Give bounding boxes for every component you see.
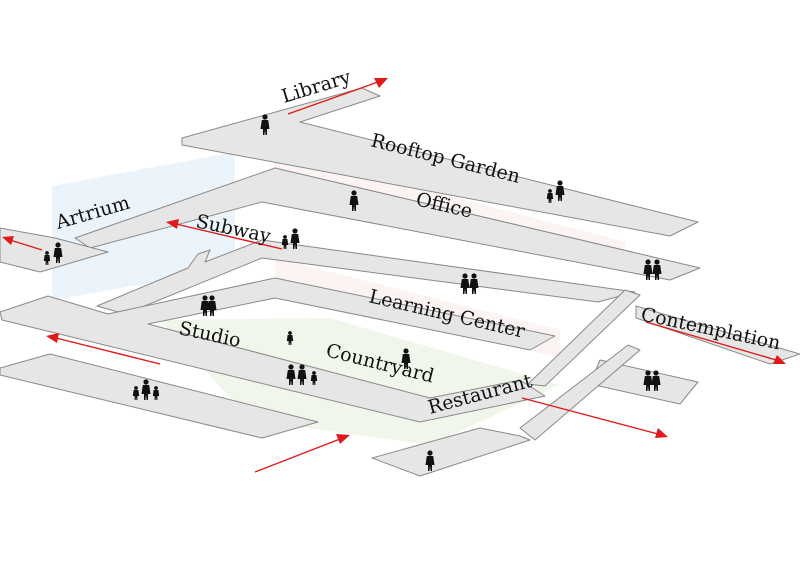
arrow-library xyxy=(287,78,388,115)
slab-restaurant-entry xyxy=(371,427,531,477)
slab-subway-learning xyxy=(96,239,636,315)
label-contemplation: Contemplation xyxy=(639,303,783,354)
arrow-studio xyxy=(46,333,161,365)
floor-slabs xyxy=(0,87,800,477)
arrows xyxy=(2,78,786,473)
ramp-lower xyxy=(519,344,641,441)
arrow-restaurant xyxy=(521,397,668,438)
slab-library-rooftop xyxy=(181,87,699,237)
arrow-artrium xyxy=(2,236,43,251)
slab-artrium-wing xyxy=(0,227,109,273)
arrow-entry xyxy=(254,434,350,473)
arrow-subway xyxy=(166,219,283,250)
slab-contemplation xyxy=(635,305,800,365)
arrow-contemplation xyxy=(645,321,786,364)
ramp-upper xyxy=(527,289,641,387)
